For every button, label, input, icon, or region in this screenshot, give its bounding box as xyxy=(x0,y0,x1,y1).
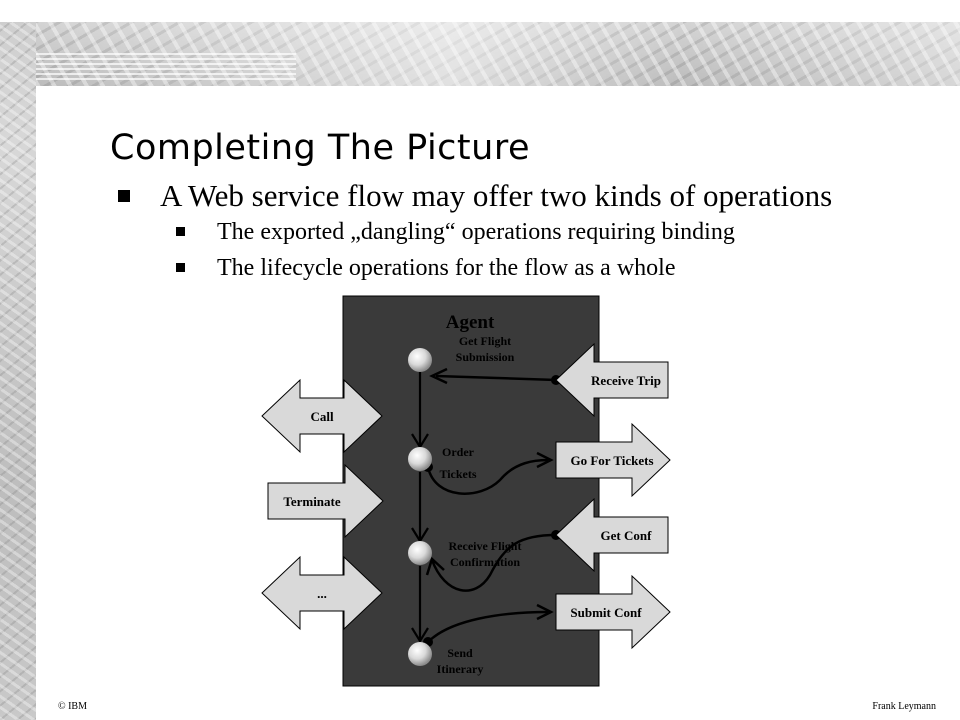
bullet-square-icon xyxy=(118,189,130,202)
activity-label: Receive Flight xyxy=(449,539,522,553)
control-connectors xyxy=(411,372,429,644)
banner-lines xyxy=(36,50,296,80)
receive-trip-arrow xyxy=(555,342,669,418)
activity-node xyxy=(408,447,432,471)
go-for-tickets-arrow xyxy=(555,422,671,498)
call-label: Call xyxy=(310,409,334,424)
activity-nodes xyxy=(408,348,432,666)
activity-label: Submission xyxy=(456,350,515,364)
top-margin xyxy=(0,0,960,22)
call-arrow xyxy=(261,378,383,454)
activity-node xyxy=(408,642,432,666)
terminate-arrow xyxy=(267,463,384,539)
activity-node xyxy=(408,348,432,372)
binding-connectors xyxy=(425,367,557,643)
bullet-square-icon xyxy=(176,226,185,236)
slide-title: Completing The Picture xyxy=(110,128,530,168)
activity-label: Tickets xyxy=(439,467,476,481)
agent-label: Agent xyxy=(446,312,495,333)
bullet-main-text: A Web service flow may offer two kinds o… xyxy=(160,178,833,213)
activity-label: Get Flight xyxy=(459,334,511,348)
activity-node xyxy=(408,541,432,565)
activity-label: Confirmation xyxy=(450,555,520,569)
footer-copyright: © IBM xyxy=(58,701,87,712)
bullet-sub-1-text: The exported „dangling“ operations requi… xyxy=(217,219,735,245)
exported-op-arrows xyxy=(555,342,671,650)
bullet-sub-2: The lifecycle operations for the flow as… xyxy=(176,255,675,282)
terminate-label: Terminate xyxy=(283,494,341,509)
receive-trip-label: Receive Trip xyxy=(591,373,661,388)
submit-conf-label: Submit Conf xyxy=(570,605,642,620)
lifecycle-arrows xyxy=(261,378,384,631)
more-arrow xyxy=(261,555,383,631)
bullet-square-icon xyxy=(176,262,185,272)
bullet-sub-1: The exported „dangling“ operations requi… xyxy=(176,219,735,246)
footer-author: Frank Leymann xyxy=(872,701,936,712)
activity-label: Send xyxy=(447,646,473,660)
get-conf-label: Get Conf xyxy=(601,528,653,543)
bullet-sub-2-text: The lifecycle operations for the flow as… xyxy=(217,255,676,281)
more-label: ... xyxy=(317,586,327,601)
activity-label: Itinerary xyxy=(437,662,484,676)
activity-label: Order xyxy=(442,445,475,459)
left-decorative-stripe xyxy=(0,0,36,720)
get-conf-arrow xyxy=(555,497,669,573)
go-for-tickets-label: Go For Tickets xyxy=(570,453,653,468)
bullet-main: A Web service flow may offer two kinds o… xyxy=(118,178,832,214)
submit-conf-arrow xyxy=(555,574,671,650)
